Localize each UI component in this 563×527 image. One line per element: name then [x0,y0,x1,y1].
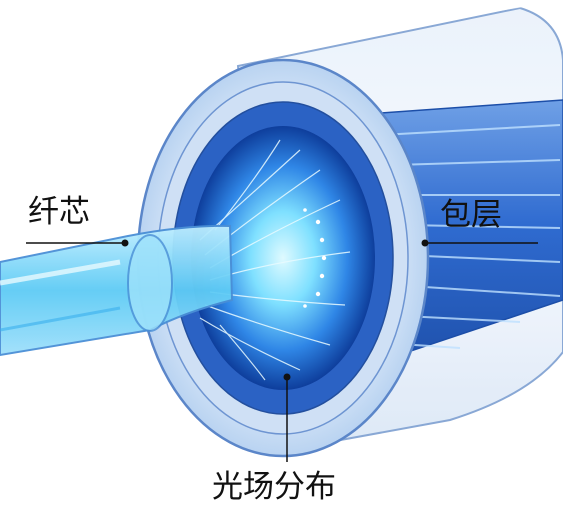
label-cladding: 包层 [440,197,502,233]
leader-field [283,373,291,462]
leader-core [26,239,129,247]
label-core: 纤芯 [28,194,90,230]
core-rod [0,224,234,357]
core-end-face [191,126,375,390]
label-field-distribution: 光场分布 [212,469,336,505]
leader-cladding [421,239,538,247]
